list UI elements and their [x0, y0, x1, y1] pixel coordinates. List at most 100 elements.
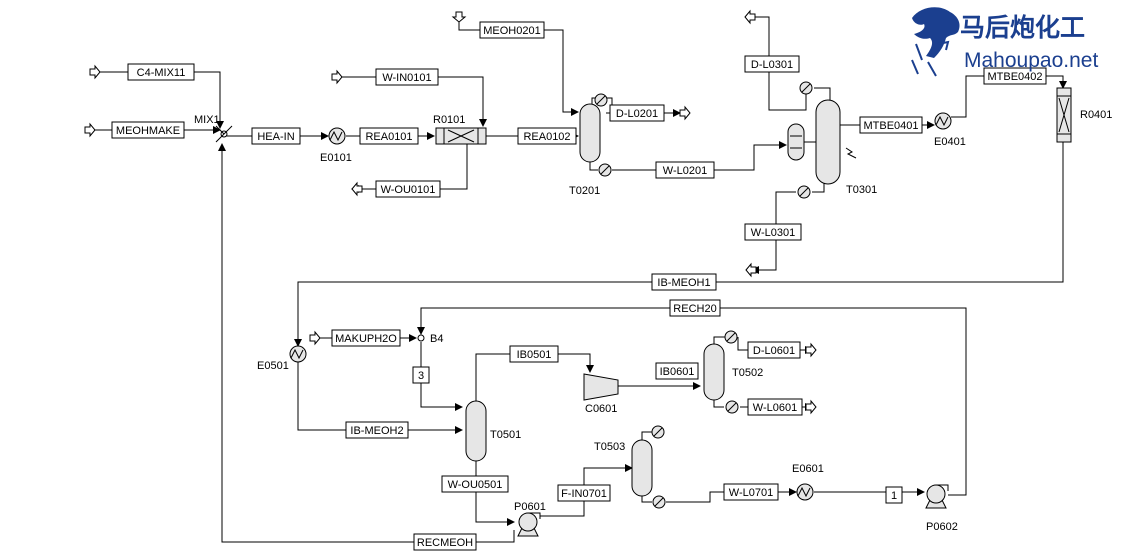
svg-text:REA0101: REA0101	[365, 131, 412, 143]
line-t0301-bottom	[812, 182, 825, 193]
stream-label-ib-meoh2[interactable]: IB-MEOH2	[345, 421, 409, 439]
stream-label-mtbe0402[interactable]: MTBE0402	[983, 67, 1047, 85]
block-label-r0401: R0401	[1080, 109, 1112, 121]
pump-p0601[interactable]	[517, 512, 541, 537]
svg-text:W-IN0101: W-IN0101	[382, 72, 431, 84]
block-label-t0502: T0502	[732, 367, 763, 379]
stream-label-d-l0301[interactable]: D-L0301	[744, 55, 800, 73]
stream-label-w-l0201[interactable]: W-L0201	[655, 161, 715, 179]
svg-text:3: 3	[418, 370, 424, 382]
block-label-e0501: E0501	[257, 360, 289, 372]
stream-label-ib0601[interactable]: IB0601	[655, 362, 699, 380]
column-t0201[interactable]	[579, 93, 612, 177]
svg-text:W-L0301: W-L0301	[751, 227, 795, 239]
mixer-b4[interactable]	[417, 334, 425, 342]
product-arrow-w-l0601	[805, 399, 817, 415]
compressor-c0601[interactable]	[583, 373, 619, 401]
line-t0502-top	[713, 336, 725, 344]
svg-text:W-OU0101: W-OU0101	[381, 184, 436, 196]
block-label-t0301: T0301	[846, 184, 877, 196]
stream-label-s3[interactable]: 3	[412, 366, 430, 384]
stream-label-d-l0601[interactable]: D-L0601	[747, 341, 801, 359]
stream-label-rea0102[interactable]: REA0102	[517, 127, 577, 145]
line-s3	[420, 342, 463, 411]
product-arrow-d-l0601	[805, 342, 817, 358]
stream-label-w-l0301[interactable]: W-L0301	[744, 223, 802, 241]
svg-text:HEA-IN: HEA-IN	[257, 131, 294, 143]
column-t0301[interactable]	[787, 81, 857, 199]
stream-label-rea0101[interactable]: REA0101	[359, 127, 419, 145]
line-t0503-top	[641, 431, 652, 440]
watermark-brand-cn: 马后炮化工	[960, 13, 1085, 42]
pump-p0602[interactable]	[925, 484, 949, 509]
block-label-c0601: C0601	[585, 403, 617, 415]
line-t0503-bottom	[641, 495, 652, 503]
line-meoh0201	[458, 19, 579, 116]
block-label-p0601: P0601	[514, 501, 546, 513]
svg-text:D-L0601: D-L0601	[753, 345, 795, 357]
product-arrow-w-ou0101	[351, 181, 363, 197]
svg-text:MEOH0201: MEOH0201	[483, 25, 540, 37]
block-label-p0602: P0602	[926, 521, 958, 533]
heater-e0501[interactable]	[289, 345, 307, 363]
stream-label-recmeoh[interactable]: RECMEOH	[413, 533, 477, 551]
block-label-e0401: E0401	[934, 136, 966, 148]
svg-text:W-OU0501: W-OU0501	[448, 479, 503, 491]
stream-label-w-l0701[interactable]: W-L0701	[723, 483, 779, 501]
block-label-b4: B4	[430, 333, 443, 345]
stream-label-c4-mix11[interactable]: C4-MIX11	[127, 63, 195, 81]
column-t0502[interactable]	[703, 330, 739, 414]
feed-arrow-c4-mix11	[89, 64, 101, 80]
stream-label-meohmake[interactable]: MEOHMAKE	[111, 121, 185, 139]
stream-label-mtbe0401[interactable]: MTBE0401	[859, 116, 923, 134]
heater-e0101[interactable]	[328, 127, 346, 145]
block-label-mix1: MIX1	[194, 114, 220, 126]
line-mtbe0402	[951, 75, 1067, 118]
stream-label-ib-meoh1[interactable]: IB-MEOH1	[651, 273, 717, 291]
block-label-r0101: R0101	[433, 114, 465, 126]
line-rech20	[417, 307, 967, 496]
column-t0501[interactable]	[465, 400, 487, 462]
svg-text:RECH20: RECH20	[673, 303, 716, 315]
heater-e0401[interactable]	[934, 112, 952, 130]
stream-label-f-in0701[interactable]: F-IN0701	[557, 484, 611, 502]
stream-label-ib0501[interactable]: IB0501	[509, 345, 559, 363]
stream-label-meoh0201[interactable]: MEOH0201	[479, 21, 545, 39]
port-arrows	[84, 9, 817, 415]
svg-text:MTBE0401: MTBE0401	[863, 120, 918, 132]
svg-text:IB0501: IB0501	[517, 349, 552, 361]
stream-label-hea-in[interactable]: HEA-IN	[251, 127, 301, 145]
stream-label-w-l0601[interactable]: W-L0601	[747, 398, 803, 416]
line-d-l0301	[745, 16, 807, 111]
svg-text:1: 1	[891, 490, 897, 502]
feed-arrow-meoh0201	[451, 11, 467, 23]
stream-label-w-ou0101[interactable]: W-OU0101	[375, 180, 441, 198]
heater-e0601[interactable]	[796, 483, 814, 501]
column-t0503[interactable]	[631, 425, 666, 509]
svg-text:MEOHMAKE: MEOHMAKE	[116, 125, 180, 137]
reactor-r0101[interactable]	[435, 127, 487, 145]
svg-text:IB-MEOH1: IB-MEOH1	[657, 277, 710, 289]
block-label-e0101: E0101	[320, 152, 352, 164]
feed-arrow-makuph2o	[309, 330, 321, 346]
reactor-r0401[interactable]	[1056, 87, 1072, 143]
stream-label-makuph2o[interactable]: MAKUPH2O	[331, 329, 401, 347]
mixer-mix1[interactable]	[215, 125, 233, 143]
stream-label-w-ou0501[interactable]: W-OU0501	[441, 475, 509, 493]
horse-head-logo-icon	[911, 7, 960, 77]
product-arrow-w-l0301	[745, 262, 757, 278]
block-label-e0601: E0601	[792, 463, 824, 475]
product-arrow-d-l0201	[679, 105, 691, 121]
block-label-t0501: T0501	[490, 429, 521, 441]
stream-label-s1[interactable]: 1	[885, 486, 903, 504]
stream-labels: C4-MIX11 MEOHMAKE HEA-IN W-IN0101 REA010…	[111, 21, 1047, 551]
svg-text:RECMEOH: RECMEOH	[417, 537, 473, 549]
stream-label-rech20[interactable]: RECH20	[669, 299, 721, 317]
stream-label-d-l0201[interactable]: D-L0201	[609, 104, 665, 122]
svg-text:IB-MEOH2: IB-MEOH2	[350, 425, 403, 437]
svg-text:MAKUPH2O: MAKUPH2O	[335, 333, 397, 345]
stream-label-w-in0101[interactable]: W-IN0101	[375, 68, 439, 86]
line-t0201-bottom	[589, 160, 598, 171]
svg-text:IB0601: IB0601	[660, 366, 695, 378]
